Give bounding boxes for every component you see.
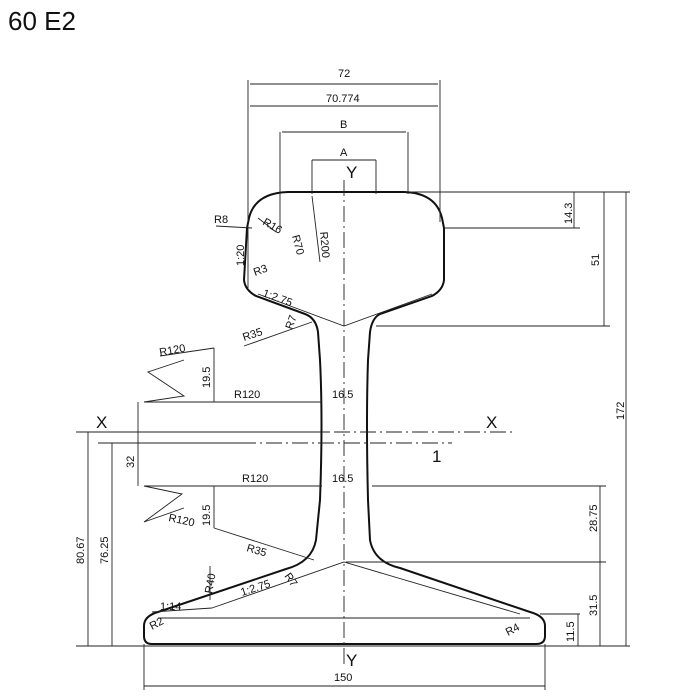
dim-16-5-bot: 16.5 (332, 473, 353, 485)
label-r120-web-top: R120 (234, 389, 260, 401)
dim-a: A (340, 147, 348, 159)
y-label-top: Y (346, 163, 357, 182)
label-r35-bot: R35 (245, 542, 268, 559)
label-1-2-75-bot: 1:2.75 (239, 578, 272, 599)
dim-31-5: 31.5 (588, 595, 600, 616)
dim-51: 51 (590, 254, 602, 266)
label-r7-bot: R7 (282, 571, 300, 589)
profile-title: 60 E2 (8, 6, 76, 36)
dim-70-774: 70.774 (326, 93, 360, 105)
label-r35-top: R35 (241, 326, 264, 344)
dim-b: B (340, 119, 347, 131)
label-1-20: 1:20 (235, 245, 247, 266)
label-r3: R3 (252, 263, 269, 279)
dim-19-5-bot: 19.5 (201, 505, 213, 526)
label-r2: R2 (148, 615, 166, 632)
section-ref-1: 1 (432, 447, 441, 466)
label-r8: R8 (214, 214, 228, 226)
dim-28-75: 28.75 (588, 504, 600, 532)
label-r40: R40 (203, 573, 218, 595)
label-r70: R70 (289, 234, 306, 257)
dim-80-67: 80.67 (75, 536, 87, 564)
y-label-bottom: Y (346, 651, 357, 670)
dim-11-5: 11.5 (565, 621, 577, 642)
dim-172: 172 (615, 402, 627, 420)
dim-19-5-top: 19.5 (201, 367, 213, 388)
x-label-left: X (96, 413, 107, 432)
dim-32: 32 (125, 456, 137, 468)
dim-72: 72 (338, 68, 350, 80)
label-1-2-75-top: 1:2.75 (261, 288, 294, 310)
dim-14-3: 14.3 (563, 203, 575, 224)
label-r16: R16 (261, 216, 284, 236)
label-r120-left-top: R120 (158, 343, 186, 359)
dim-76-25: 76.25 (99, 536, 111, 564)
label-r7-top: R7 (284, 314, 300, 331)
label-1-14: 1:14 (160, 601, 181, 613)
dim-150: 150 (334, 672, 352, 684)
label-r120-left-bot: R120 (167, 512, 195, 529)
label-r200: R200 (317, 231, 331, 258)
label-r120-web-bot: R120 (242, 473, 268, 485)
rail-outline (143, 191, 546, 645)
dim-16-5-top: 16.5 (332, 389, 353, 401)
x-label-right: X (486, 413, 497, 432)
label-r4: R4 (504, 621, 522, 638)
